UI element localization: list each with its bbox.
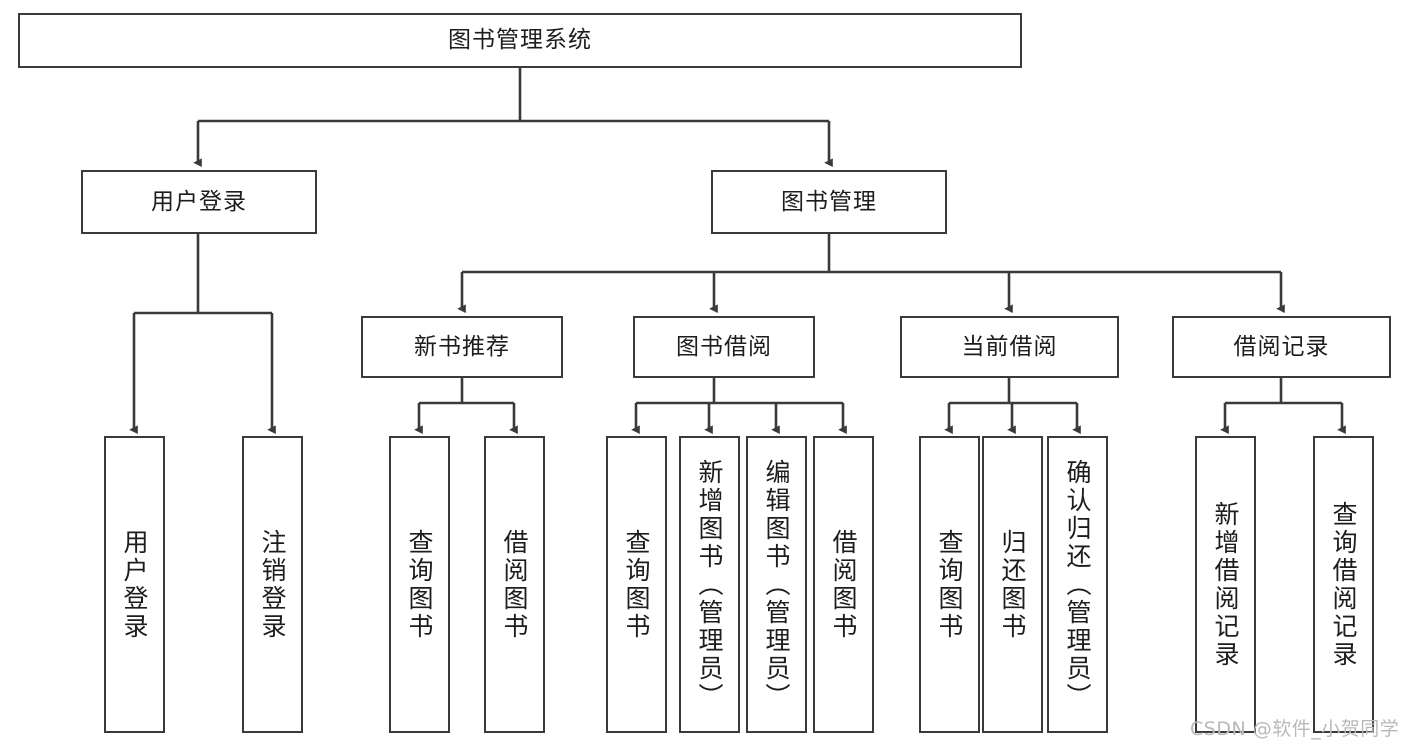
node-leaf-logout-login[interactable]: 注销登录 bbox=[242, 436, 303, 733]
node-leaf-logout-login-label: 注销登录 bbox=[258, 528, 287, 641]
node-root[interactable]: 图书管理系统 bbox=[18, 13, 1022, 68]
node-leaf-query-book-3[interactable]: 查询图书 bbox=[919, 436, 980, 733]
node-leaf-return-book-label: 归还图书 bbox=[998, 528, 1027, 641]
node-borrow-record-label: 借阅记录 bbox=[1233, 333, 1330, 360]
node-leaf-confirm-return-label: 确认归还（管理员） bbox=[1063, 458, 1092, 711]
node-leaf-add-record-label: 新增借阅记录 bbox=[1211, 500, 1240, 669]
node-book-borrow[interactable]: 图书借阅 bbox=[633, 316, 815, 378]
node-leaf-borrow-book-2-label: 借阅图书 bbox=[829, 528, 858, 641]
node-root-label: 图书管理系统 bbox=[448, 27, 592, 54]
node-current-borrow[interactable]: 当前借阅 bbox=[900, 316, 1119, 378]
node-new-book-recommend[interactable]: 新书推荐 bbox=[361, 316, 563, 378]
node-leaf-user-login-label: 用户登录 bbox=[120, 528, 149, 641]
csdn-watermark: CSDN @软件_小贺同学 bbox=[1190, 718, 1400, 740]
node-leaf-edit-book-label: 编辑图书（管理员） bbox=[762, 458, 791, 711]
node-user-login-label: 用户登录 bbox=[151, 188, 247, 215]
node-leaf-query-book-3-label: 查询图书 bbox=[935, 528, 964, 641]
node-new-book-recommend-label: 新书推荐 bbox=[414, 333, 510, 360]
node-leaf-borrow-book-1[interactable]: 借阅图书 bbox=[484, 436, 545, 733]
node-leaf-edit-book[interactable]: 编辑图书（管理员） bbox=[746, 436, 807, 733]
node-current-borrow-label: 当前借阅 bbox=[961, 333, 1058, 360]
node-leaf-query-book-1-label: 查询图书 bbox=[405, 528, 434, 641]
node-leaf-query-book-1[interactable]: 查询图书 bbox=[389, 436, 450, 733]
node-leaf-confirm-return[interactable]: 确认归还（管理员） bbox=[1047, 436, 1108, 733]
node-leaf-query-record[interactable]: 查询借阅记录 bbox=[1313, 436, 1374, 733]
node-leaf-add-book[interactable]: 新增图书（管理员） bbox=[679, 436, 740, 733]
node-borrow-record[interactable]: 借阅记录 bbox=[1172, 316, 1391, 378]
node-book-management-label: 图书管理 bbox=[781, 188, 877, 215]
node-book-borrow-label: 图书借阅 bbox=[676, 333, 772, 360]
node-leaf-user-login[interactable]: 用户登录 bbox=[104, 436, 165, 733]
node-leaf-borrow-book-2[interactable]: 借阅图书 bbox=[813, 436, 874, 733]
node-leaf-query-book-2[interactable]: 查询图书 bbox=[606, 436, 667, 733]
node-leaf-query-book-2-label: 查询图书 bbox=[622, 528, 651, 641]
node-leaf-add-record[interactable]: 新增借阅记录 bbox=[1195, 436, 1256, 733]
node-leaf-add-book-label: 新增图书（管理员） bbox=[695, 458, 724, 711]
node-book-management[interactable]: 图书管理 bbox=[711, 170, 947, 234]
node-user-login[interactable]: 用户登录 bbox=[81, 170, 317, 234]
node-leaf-return-book[interactable]: 归还图书 bbox=[982, 436, 1043, 733]
node-leaf-query-record-label: 查询借阅记录 bbox=[1329, 500, 1358, 669]
node-leaf-borrow-book-1-label: 借阅图书 bbox=[500, 528, 529, 641]
